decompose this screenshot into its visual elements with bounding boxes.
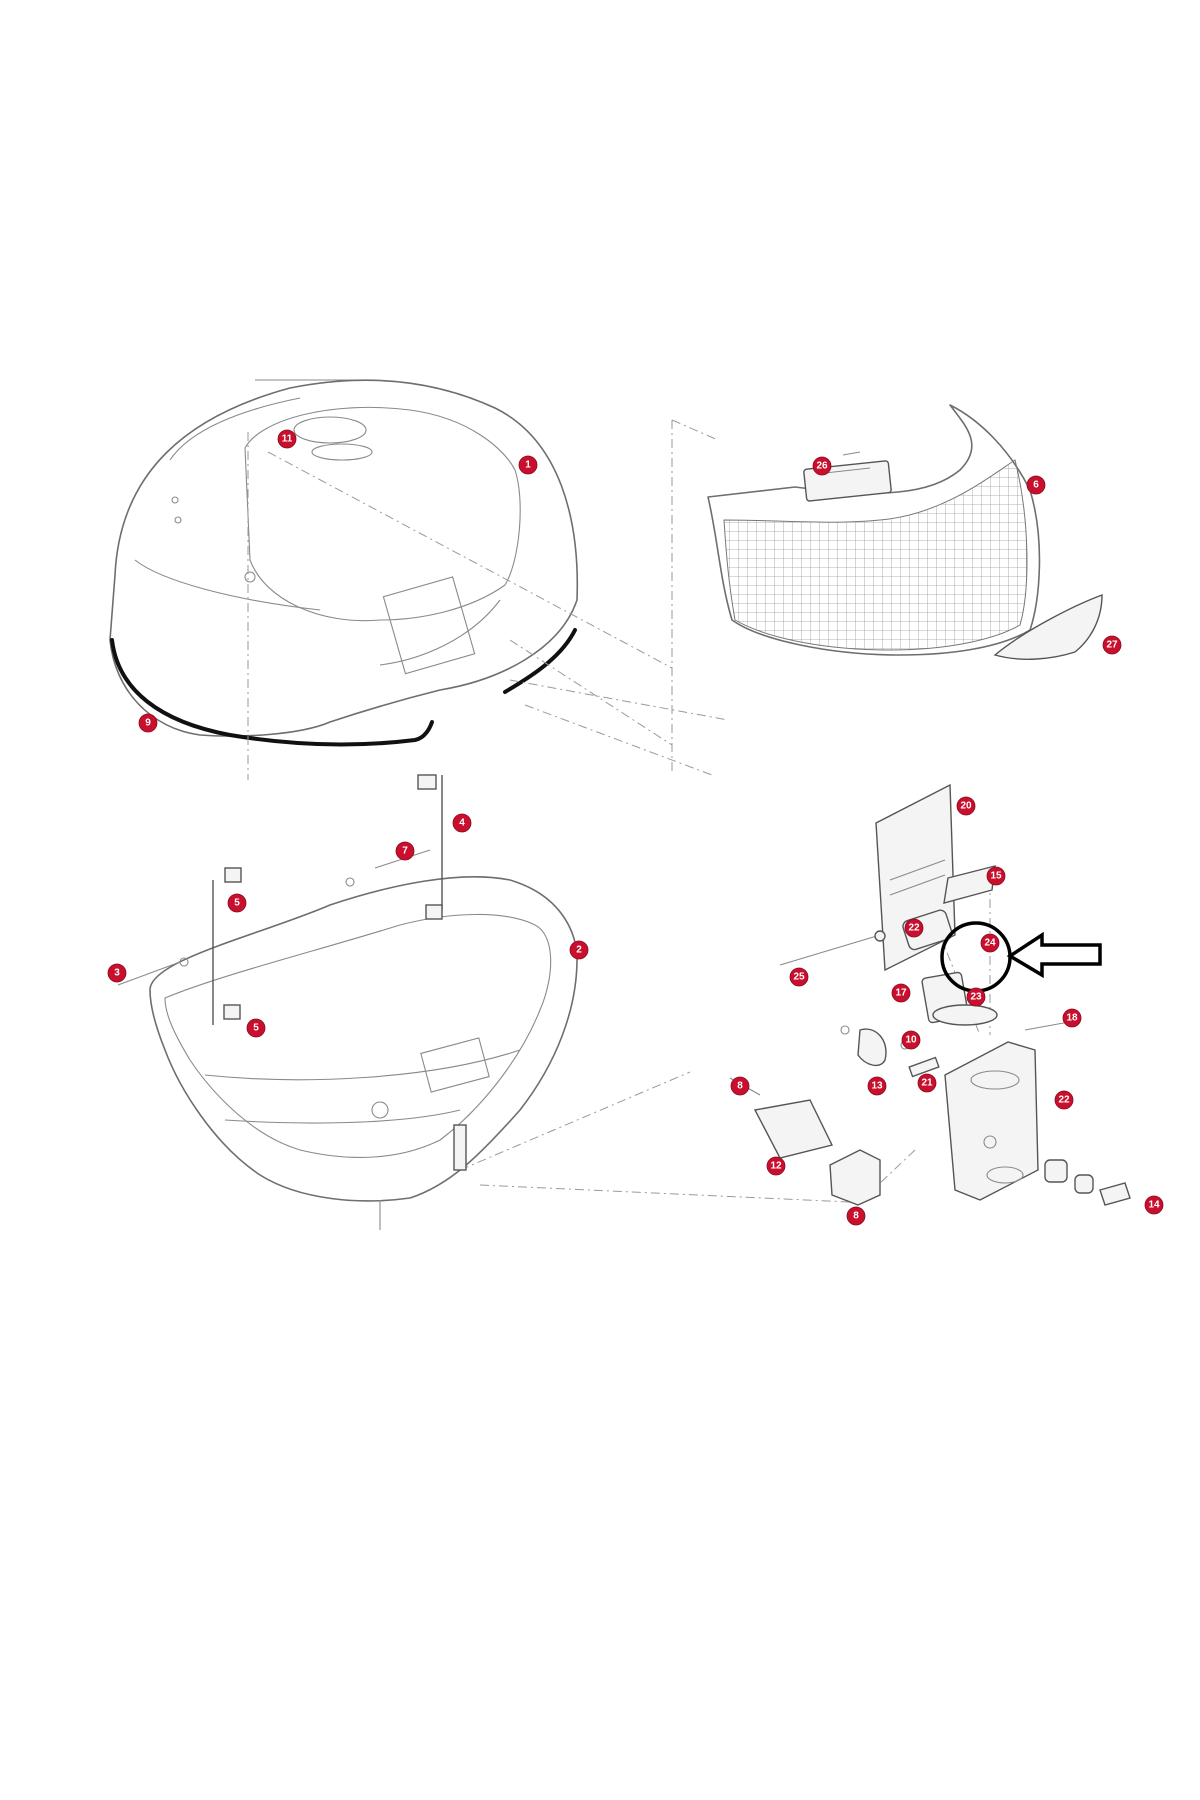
svg-text:9: 9 — [145, 718, 151, 729]
svg-text:3: 3 — [114, 968, 120, 979]
svg-text:12: 12 — [770, 1161, 782, 1172]
svg-text:2: 2 — [576, 945, 582, 956]
svg-text:5: 5 — [253, 1023, 259, 1034]
svg-text:7: 7 — [402, 846, 408, 857]
svg-text:24: 24 — [984, 938, 996, 949]
part-callout-11: 11 — [277, 429, 297, 449]
part-callout-23: 23 — [966, 987, 986, 1007]
svg-text:10: 10 — [905, 1035, 917, 1046]
part-callout-6: 6 — [1026, 475, 1046, 495]
part-callout-5: 5 — [227, 893, 247, 913]
part-callout-9: 9 — [138, 713, 158, 733]
svg-text:23: 23 — [970, 992, 982, 1003]
part-callout-21: 21 — [917, 1073, 937, 1093]
part-callout-22: 22 — [904, 918, 924, 938]
part-callout-15: 15 — [986, 866, 1006, 886]
svg-text:8: 8 — [737, 1081, 743, 1092]
part-callout-27: 27 — [1102, 635, 1122, 655]
part-callout-7: 7 — [395, 841, 415, 861]
top-case-base — [117, 774, 578, 1230]
lock-mechanism — [729, 783, 1131, 1206]
rear-reflector — [707, 404, 1103, 660]
part-callout-3: 3 — [107, 963, 127, 983]
svg-text:6: 6 — [1033, 480, 1039, 491]
svg-text:8: 8 — [853, 1211, 859, 1222]
svg-text:27: 27 — [1106, 640, 1118, 651]
part-callout-8: 8 — [730, 1076, 750, 1096]
part-callout-4: 4 — [452, 813, 472, 833]
part-callout-24: 24 — [980, 933, 1000, 953]
part-callout-14: 14 — [1144, 1195, 1164, 1215]
svg-text:11: 11 — [282, 434, 293, 445]
part-callout-20: 20 — [956, 796, 976, 816]
highlight-circle — [940, 921, 1012, 993]
svg-text:25: 25 — [793, 972, 805, 983]
part-callout-25: 25 — [789, 967, 809, 987]
svg-text:20: 20 — [960, 801, 972, 812]
part-callout-17: 17 — [891, 983, 911, 1003]
part-callout-10: 10 — [901, 1030, 921, 1050]
svg-text:15: 15 — [990, 871, 1002, 882]
part-callout-22: 22 — [1054, 1090, 1074, 1110]
svg-text:17: 17 — [895, 988, 907, 999]
part-callout-13: 13 — [867, 1076, 887, 1096]
svg-text:21: 21 — [921, 1078, 933, 1089]
svg-text:5: 5 — [234, 898, 240, 909]
part-callout-26: 26 — [812, 456, 832, 476]
svg-text:26: 26 — [816, 461, 828, 472]
part-callout-8: 8 — [846, 1206, 866, 1226]
part-callout-12: 12 — [766, 1156, 786, 1176]
part-callout-2: 2 — [569, 940, 589, 960]
svg-text:4: 4 — [459, 818, 465, 829]
assembly-guide-lines — [247, 419, 991, 1203]
pointer-arrow-icon — [1006, 931, 1102, 979]
svg-text:13: 13 — [871, 1081, 883, 1092]
svg-text:18: 18 — [1066, 1013, 1078, 1024]
svg-text:14: 14 — [1148, 1200, 1160, 1211]
svg-text:1: 1 — [525, 460, 531, 471]
part-callout-18: 18 — [1062, 1008, 1082, 1028]
svg-text:22: 22 — [908, 923, 920, 934]
svg-text:22: 22 — [1058, 1095, 1070, 1106]
top-case-lid — [109, 379, 579, 747]
part-callout-5: 5 — [246, 1018, 266, 1038]
part-callout-1: 1 — [518, 455, 538, 475]
